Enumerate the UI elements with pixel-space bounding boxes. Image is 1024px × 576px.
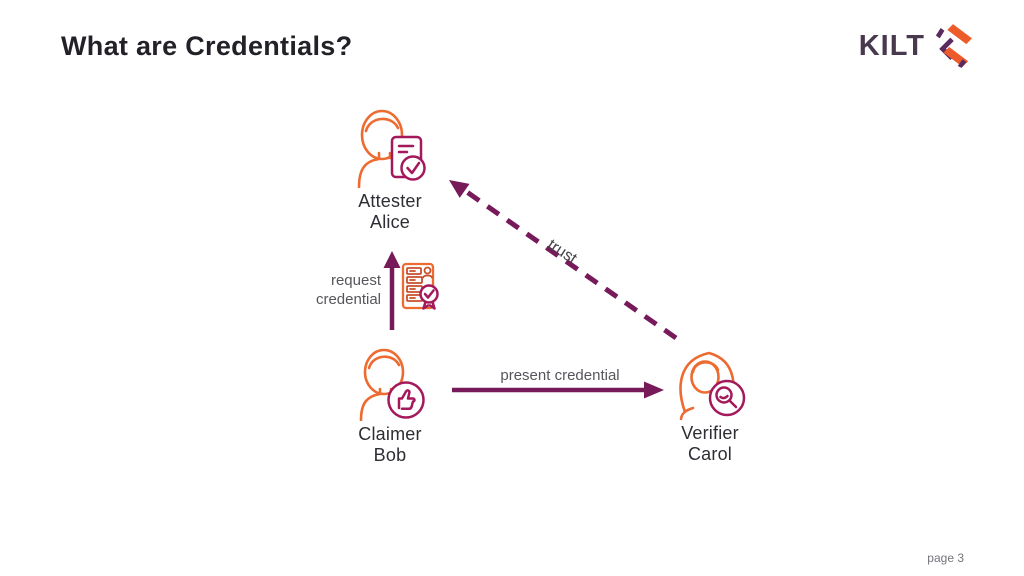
attester-role-label: Attester <box>358 191 422 211</box>
present-credential-label: present credential <box>500 367 620 384</box>
person-with-certificate-icon <box>357 109 426 188</box>
page-number: page 3 <box>927 551 964 565</box>
request-credential-label-line1: request <box>330 272 381 289</box>
person-with-magnifier-icon <box>679 351 746 420</box>
request-credential-label-line2: credential <box>315 291 381 308</box>
request-credential-arrow <box>383 251 401 330</box>
verifier-role-label: Verifier <box>681 423 739 443</box>
kilt-logo: KILT <box>859 24 972 68</box>
attester-name-label: Alice <box>369 212 410 232</box>
actor-verifier: Verifier Carol <box>642 342 778 465</box>
claimer-role-label: Claimer <box>358 424 422 444</box>
actor-claimer: Claimer Bob <box>322 347 458 466</box>
request-credential-label: request credential <box>261 271 381 309</box>
claimer-name-label: Bob <box>373 445 407 465</box>
credential-document-icon <box>401 262 439 310</box>
trust-label: trust <box>544 236 580 268</box>
kilt-wordmark: KILT <box>858 30 925 62</box>
verifier-name-label: Carol <box>687 444 732 464</box>
actor-attester: Attester Alice <box>322 108 458 233</box>
person-with-thumbs-up-icon <box>359 348 425 421</box>
page-title: What are Credentials? <box>61 31 353 61</box>
kilt-logo-icon <box>935 24 972 68</box>
